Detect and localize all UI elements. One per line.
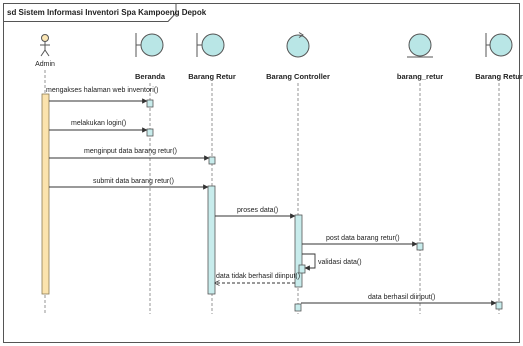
activation-barang-controller-2 (294, 303, 302, 312)
frame-border (3, 3, 520, 343)
boundary-icon (485, 33, 513, 57)
activation-admin (41, 93, 50, 295)
activation-barang-retur-ui-1 (208, 156, 216, 165)
lifeline-label-barang-retur-ui: Barang Retur (188, 72, 236, 81)
message-label: validasi data() (318, 259, 362, 266)
lifeline-label-barang-controller: Barang Controller (266, 72, 330, 81)
lifeline-label-barang-retur-boundary2: Barang Retur (475, 72, 523, 81)
message-label: submit data barang retur() (93, 178, 174, 185)
frame-title-tab (3, 3, 177, 22)
message-5: proses data() (215, 207, 296, 219)
lifeline-head-admin: Admin (35, 34, 55, 68)
actor-icon (40, 34, 50, 57)
lifeline-label-beranda: Beranda (135, 72, 166, 81)
message-7-self: validasi data() (302, 253, 362, 271)
message-label: proses data() (237, 207, 278, 214)
boundary-icon (135, 33, 164, 57)
message-1: mengakses halaman web inventori() (46, 87, 158, 104)
entity-icon (407, 33, 433, 58)
message-6: post data barang retur() (302, 235, 418, 247)
activation-barang-retur-ui-2 (207, 185, 216, 295)
activation-beranda-2 (146, 128, 154, 137)
message-4: submit data barang retur() (49, 178, 209, 190)
activation-barang-controller-1 (294, 214, 303, 288)
message-arrow (302, 253, 316, 271)
message-8-return: data tidak berhasil diinput() (215, 273, 300, 283)
message-2: melakukan login() (49, 120, 148, 133)
message-9: data berhasil diinput() (301, 294, 497, 306)
lifeline-label-admin: Admin (35, 61, 55, 68)
boundary-icon (196, 33, 225, 57)
message-label: melakukan login() (71, 120, 126, 127)
message-label: mengakses halaman web inventori() (46, 87, 158, 94)
message-label: post data barang retur() (326, 235, 400, 242)
control-icon (286, 32, 310, 58)
lifeline-head-barang-retur-entity: barang_retur (397, 33, 443, 81)
message-3: menginput data barang retur() (49, 148, 210, 161)
lifeline-head-beranda: Beranda (135, 33, 166, 81)
message-label: data tidak berhasil diinput() (216, 273, 300, 280)
frame-title: sd Sistem Informasi Inventori Spa Kampoe… (7, 8, 207, 17)
lifeline-label-barang-retur-entity: barang_retur (397, 72, 443, 81)
message-label: data berhasil diinput() (368, 294, 435, 301)
lifeline-head-barang-controller: Barang Controller (266, 32, 330, 81)
lifeline-head-barang-retur-boundary2: Barang Retur (475, 33, 523, 81)
activation-barang-retur-boundary2 (495, 301, 503, 310)
activation-beranda-1 (146, 99, 154, 108)
activation-barang-controller-self (298, 264, 306, 274)
message-label: menginput data barang retur() (84, 148, 177, 155)
activation-barang-retur-entity (416, 242, 424, 251)
lifeline-head-barang-retur-ui: Barang Retur (188, 33, 236, 81)
